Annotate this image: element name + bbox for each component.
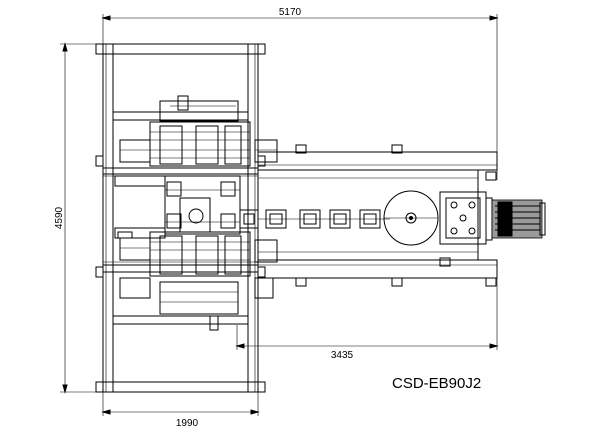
upper-mechanism bbox=[119, 95, 278, 167]
motor bbox=[485, 197, 546, 241]
model-code-label: CSD-EB90J2 bbox=[392, 375, 481, 392]
dimension-overall-height: 4590 bbox=[54, 42, 108, 394]
gearbox bbox=[439, 191, 487, 245]
lower-mechanism bbox=[117, 231, 278, 331]
drive-wheel bbox=[383, 190, 439, 246]
dimension-frame-width: 1990 bbox=[101, 392, 260, 429]
conveyor-length-label: 3435 bbox=[331, 350, 354, 361]
center-hub bbox=[114, 175, 241, 239]
conveyor-buckets bbox=[239, 209, 390, 229]
dimension-overall-width: 5170 bbox=[101, 7, 499, 180]
dimension-conveyor-length: 3435 bbox=[235, 270, 499, 361]
frame-width-label: 1990 bbox=[176, 418, 199, 429]
overall-width-label: 5170 bbox=[279, 7, 302, 18]
overall-height-label: 4590 bbox=[54, 206, 65, 229]
